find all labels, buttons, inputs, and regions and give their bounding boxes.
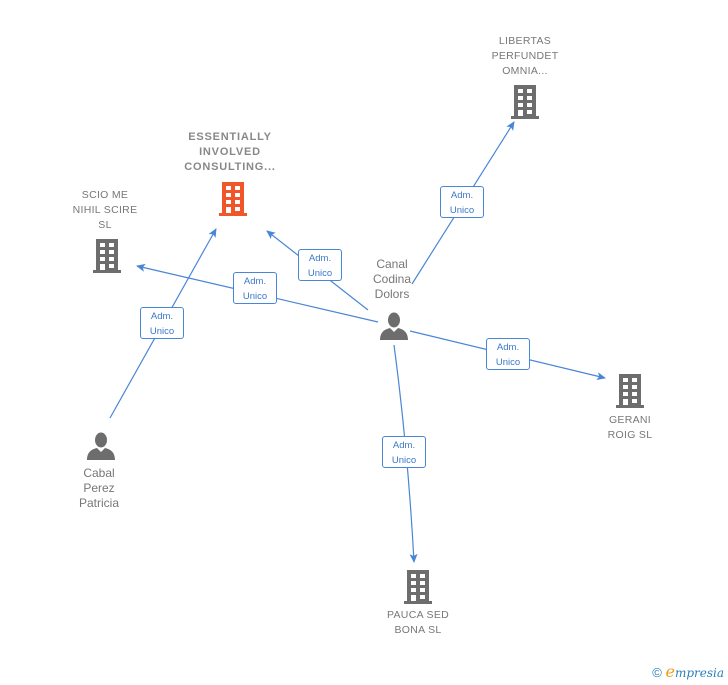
building-icon[interactable] bbox=[509, 84, 541, 120]
node-label-libertas[interactable]: LIBERTAS PERFUNDET OMNIA... bbox=[491, 35, 559, 77]
empresia-watermark[interactable]: © empresia bbox=[652, 662, 724, 681]
person-icon[interactable] bbox=[86, 431, 116, 461]
edge-label-canal-scio: Adm. Unico bbox=[233, 272, 277, 304]
node-label-essentially[interactable]: ESSENTIALLY INVOLVED CONSULTING... bbox=[184, 131, 276, 173]
brand-logo-text: mpresia bbox=[674, 666, 724, 680]
node-label-gerani[interactable]: GERANI ROIG SL bbox=[607, 414, 653, 441]
node-label-pauca[interactable]: PAUCA SED BONA SL bbox=[386, 609, 450, 636]
building-icon[interactable] bbox=[614, 373, 646, 409]
brand-logo-initial: e bbox=[665, 662, 675, 681]
node-label-canal[interactable]: Canal Codina Dolors bbox=[372, 257, 412, 301]
building-icon[interactable] bbox=[402, 569, 434, 605]
edge-label-canal-libertas: Adm. Unico bbox=[440, 186, 484, 218]
edge-label-cabal-essentially: Adm. Unico bbox=[140, 307, 184, 339]
edge-label-canal-gerani: Adm. Unico bbox=[486, 338, 530, 370]
edge-label-canal-pauca: Adm. Unico bbox=[382, 436, 426, 468]
node-label-scio[interactable]: SCIO ME NIHIL SCIRE SL bbox=[72, 189, 138, 231]
building-icon[interactable] bbox=[91, 238, 123, 274]
building-icon[interactable] bbox=[217, 181, 249, 217]
edge-label-canal-essentially: Adm. Unico bbox=[298, 249, 342, 281]
node-label-cabal[interactable]: Cabal Perez Patricia bbox=[78, 466, 119, 510]
copyright-icon: © bbox=[652, 665, 662, 680]
person-icon[interactable] bbox=[379, 311, 409, 341]
